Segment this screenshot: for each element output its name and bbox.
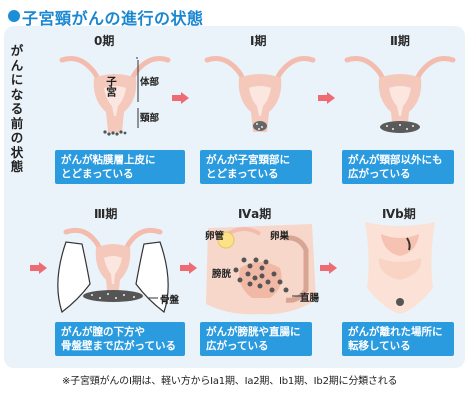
stage-3-caption: がんが膣の下方や骨盤壁まで広がっている <box>55 322 185 356</box>
footnote: ※子宮頸がんのⅠ期は、軽い方からⅠa1期、Ⅰa2期、Ⅰb1期、Ⅰb2期に分類され… <box>62 376 398 387</box>
stage-title-3: Ⅲ期 <box>94 207 118 221</box>
body-label: 体部 <box>140 77 160 88</box>
bladder-label: 膀胱 <box>212 269 232 280</box>
stage-title-0: 0期 <box>94 34 115 48</box>
uterus-stage-1-illustration <box>204 56 316 132</box>
stage-1-caption: がんが子宮頸部にとどまっている <box>200 150 312 184</box>
stage-2-caption: がんが頸部以外にも広がっている <box>342 150 454 184</box>
uterus-stage-2-illustration <box>344 56 456 133</box>
stage-title-1: Ⅰ期 <box>250 34 267 48</box>
uterus-stage-0-illustration <box>59 56 171 136</box>
rectum-label: 直腸 <box>300 293 320 304</box>
uterus-stage-4a-illustration <box>206 224 316 315</box>
stage-title-5: Ⅳb期 <box>382 207 416 221</box>
stage-title-4: Ⅳa期 <box>238 207 272 221</box>
side-label: がんになる前の状態 <box>10 43 24 174</box>
ovary-label: 卵管 <box>205 231 225 242</box>
stage-5-caption: がんが離れた場所に転移している <box>342 322 454 356</box>
title-bullet-icon <box>8 10 20 22</box>
pelvis-label: 骨盤 <box>160 295 180 306</box>
stage-0-caption: がんが粘膜層上皮にとどまっている <box>55 150 185 184</box>
uterus-label: 子宮 <box>105 76 117 97</box>
torso-stage-4b-illustration <box>365 222 435 314</box>
page-title: 子宮頸がんの進行の状態 <box>22 9 204 28</box>
uterus-stage-3-illustration <box>57 227 169 313</box>
cervix-label: 頸部 <box>140 113 160 124</box>
stage-4-caption: がんが膀胱や直腸に広がっている <box>200 322 312 356</box>
stage-title-2: Ⅱ期 <box>390 34 410 48</box>
vagina-top-label: 卵巣 <box>270 231 290 242</box>
